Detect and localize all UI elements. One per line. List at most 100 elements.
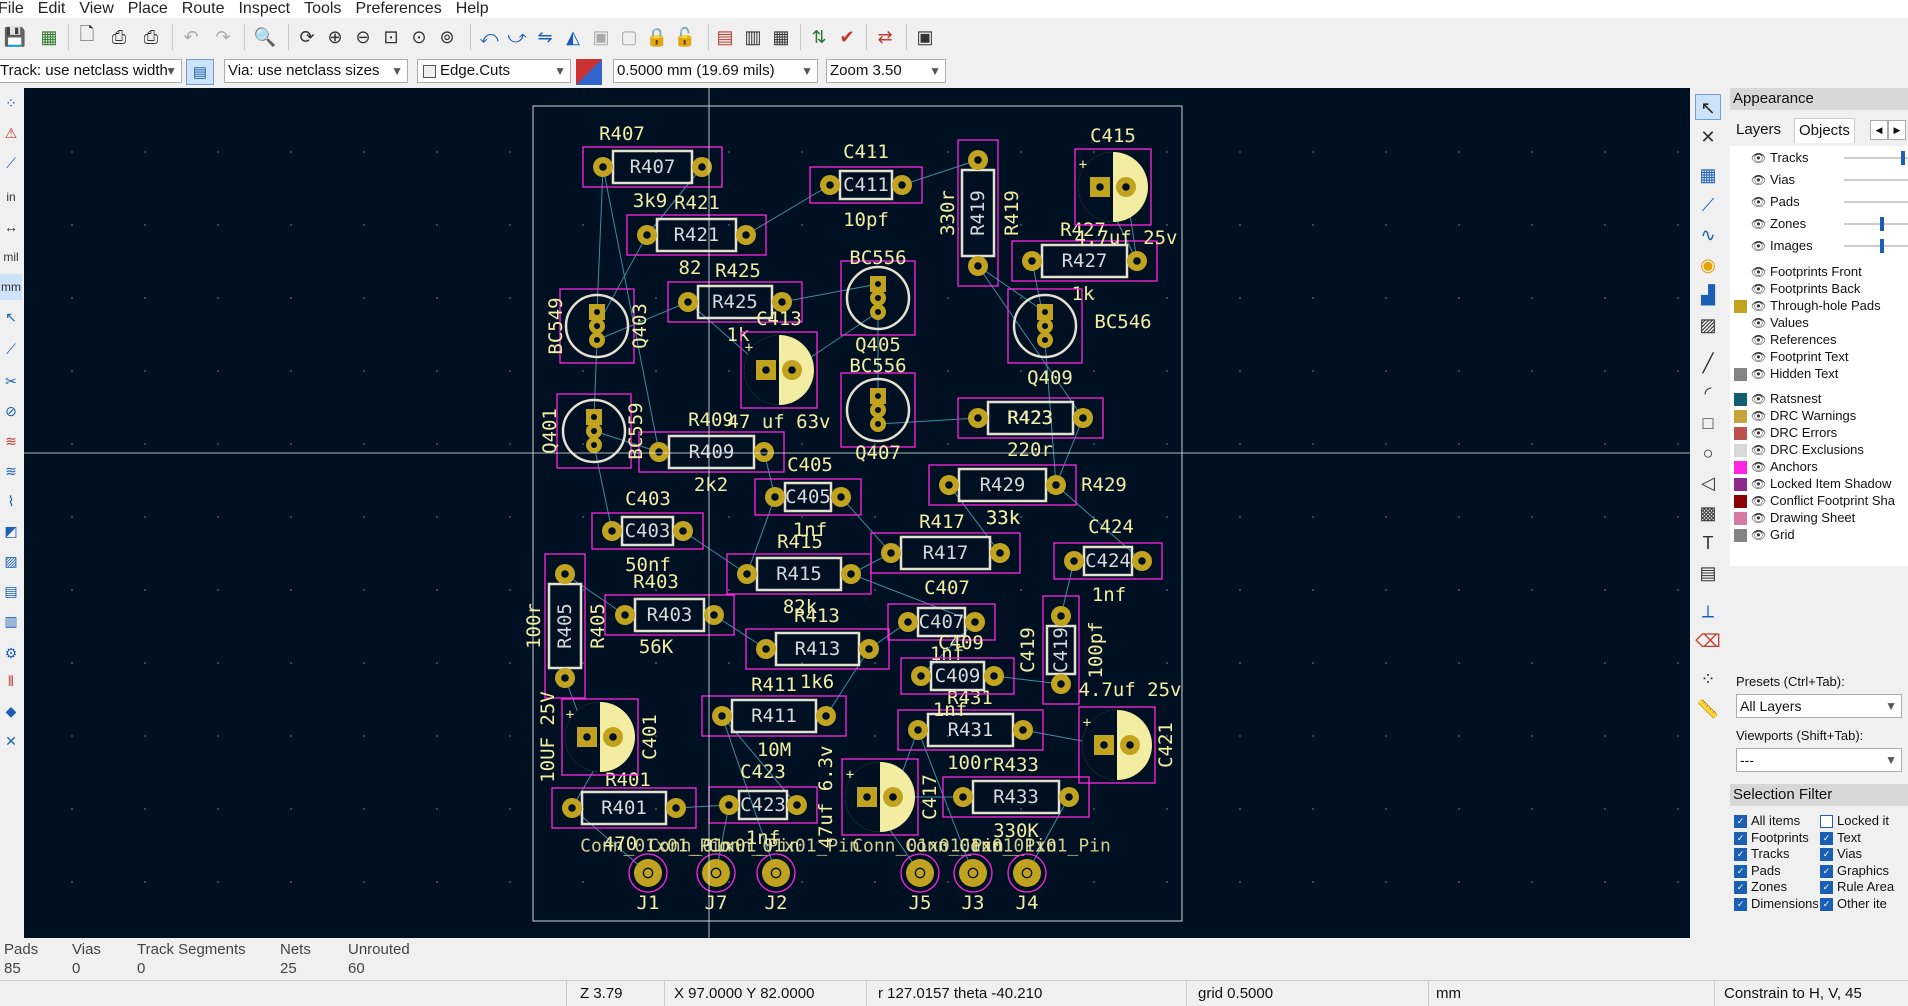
measure-tool-icon[interactable]: 📏 — [1696, 699, 1720, 719]
add-text-icon[interactable]: T — [1702, 533, 1714, 553]
grid-origin-icon[interactable]: ⁘ — [1700, 669, 1716, 689]
object-row[interactable]: 👁Footprints Back — [1734, 279, 1908, 298]
rotate-ccw-icon[interactable]: ⤺ — [479, 26, 499, 47]
object-row[interactable]: 👁Zones — [1734, 214, 1908, 233]
color-swatch[interactable] — [1734, 427, 1747, 441]
zoom-out-icon[interactable]: ⊖ — [355, 26, 371, 47]
draw-line-icon[interactable]: ╱ — [1702, 353, 1714, 373]
eye-icon[interactable]: 👁 — [1751, 409, 1767, 424]
filter-checkbox[interactable]: ✓Vias — [1820, 845, 1908, 863]
checkbox-icon[interactable]: ✓ — [1820, 897, 1833, 911]
slider-handle[interactable] — [1901, 151, 1905, 165]
add-dimension-icon[interactable]: ⟂ — [1701, 601, 1714, 621]
filter-checkbox[interactable]: Locked it — [1820, 812, 1908, 830]
eye-icon[interactable]: 👁 — [1751, 367, 1767, 382]
eye-icon[interactable]: 👁 — [1751, 333, 1767, 348]
zoom-in-icon[interactable]: ⊕ — [327, 26, 343, 47]
via-outline-icon[interactable]: ≋ — [5, 463, 17, 479]
route-track-icon[interactable]: ⟋ — [1701, 195, 1715, 215]
add-rule-area-icon[interactable]: ▨ — [1699, 315, 1717, 335]
eye-icon[interactable]: 👁 — [1751, 282, 1767, 297]
tab-objects[interactable]: Objects — [1794, 118, 1855, 143]
menu-tools[interactable]: Tools — [304, 0, 342, 17]
ratsnest-icon[interactable]: ⟋ — [6, 341, 16, 357]
color-swatch[interactable] — [1734, 444, 1747, 458]
eye-icon[interactable]: 👁 — [1751, 477, 1767, 492]
pcb-board[interactable]: R407R4073k9R421R42182R425R4251kR409R4092… — [24, 88, 1690, 938]
color-swatch[interactable] — [1734, 368, 1747, 382]
eye-icon[interactable]: 👁 — [1751, 265, 1767, 280]
schematic-icon[interactable]: ⇄ — [877, 26, 893, 47]
slider-handle[interactable] — [1880, 217, 1884, 231]
object-row[interactable]: 👁Images — [1734, 236, 1908, 255]
object-row[interactable]: 👁Ratsnest — [1734, 389, 1908, 408]
via-size-select[interactable]: Via: use netclass sizes▼ — [224, 59, 408, 83]
eye-icon[interactable]: 👁 — [1751, 217, 1767, 232]
track-width-select[interactable]: Track: use netclass width▼ — [0, 59, 182, 83]
zoom-selection-icon[interactable]: ⊚ — [439, 26, 455, 47]
mil-units-icon[interactable]: mil — [3, 250, 19, 264]
layer-pair-icon[interactable] — [576, 59, 602, 85]
add-image-icon[interactable]: ▩ — [1699, 503, 1717, 523]
object-row[interactable]: 👁Conflict Footprint Sha — [1734, 491, 1908, 510]
drc-icon[interactable]: ✔ — [839, 26, 855, 47]
local-ratsnest-icon[interactable]: ✕ — [1700, 127, 1716, 147]
object-row[interactable]: 👁Grid — [1734, 525, 1908, 544]
menu-route[interactable]: Route — [181, 0, 225, 17]
eye-icon[interactable]: 👁 — [1751, 195, 1767, 210]
color-swatch[interactable] — [1734, 461, 1747, 475]
filter-checkbox[interactable]: ✓Other ite — [1820, 895, 1908, 913]
object-row[interactable]: 👁DRC Errors — [1734, 423, 1908, 442]
object-row[interactable]: 👁References — [1734, 330, 1908, 349]
grid-toggle-icon[interactable]: ⁘ — [5, 95, 17, 111]
ratsnest-curved-icon[interactable]: ✂ — [5, 373, 17, 389]
high-contrast-icon[interactable]: ▥ — [4, 613, 18, 629]
opacity-slider[interactable] — [1844, 201, 1908, 203]
draw-circle-icon[interactable]: ○ — [1702, 443, 1714, 463]
tools-icon[interactable]: ✕ — [5, 733, 17, 749]
zone-fill-icon[interactable]: ◩ — [4, 523, 18, 539]
tab-layers[interactable]: Layers — [1736, 121, 1782, 138]
color-swatch[interactable] — [1734, 393, 1747, 407]
color-swatch[interactable] — [1734, 512, 1747, 526]
draw-arc-icon[interactable]: ◜ — [1704, 383, 1712, 403]
filter-checkbox[interactable]: ✓Rule Area — [1820, 878, 1908, 896]
filter-checkbox[interactable]: ✓All items — [1734, 812, 1818, 830]
checkbox-icon[interactable]: ✓ — [1820, 881, 1833, 895]
eye-icon[interactable]: 👁 — [1751, 494, 1767, 509]
eye-icon[interactable]: 👁 — [1751, 151, 1767, 166]
checkbox-icon[interactable]: ✓ — [1734, 848, 1747, 862]
select-icon[interactable]: ↖ — [1695, 94, 1721, 120]
filter-checkbox[interactable]: ✓Graphics — [1820, 862, 1908, 880]
filter-checkbox[interactable]: ✓Pads — [1734, 862, 1818, 880]
checkbox-icon[interactable]: ✓ — [1734, 881, 1747, 895]
add-zone-icon[interactable]: ▟ — [1701, 285, 1715, 305]
menu-file[interactable]: File — [0, 0, 24, 17]
inch-units-icon[interactable]: in — [6, 190, 16, 204]
object-row[interactable]: 👁Vias — [1734, 170, 1908, 189]
footprint-browser-icon[interactable]: ▦ — [772, 26, 790, 47]
measure-icon[interactable]: ↔ — [4, 219, 18, 235]
color-swatch[interactable] — [1734, 529, 1747, 543]
lock-icon[interactable]: 🔒 — [645, 26, 669, 47]
ungroup-icon[interactable]: ▢ — [620, 26, 638, 47]
add-textbox-icon[interactable]: ▤ — [1699, 563, 1717, 583]
object-row[interactable]: 👁Footprint Text — [1734, 347, 1908, 366]
footprint-editor-icon[interactable]: ▥ — [744, 26, 762, 47]
draw-rectangle-icon[interactable]: □ — [1702, 413, 1714, 433]
presets-select[interactable]: All Layers▼ — [1736, 694, 1902, 718]
page-settings-icon[interactable]: 🗋 — [79, 24, 95, 44]
color-swatch[interactable] — [1734, 478, 1747, 492]
flip-icon[interactable]: ⇋ — [537, 26, 553, 47]
tune-length-icon[interactable]: ∿ — [1700, 225, 1716, 245]
layer-stack-icon[interactable]: ◆ — [5, 703, 17, 719]
object-row[interactable]: 👁DRC Warnings — [1734, 406, 1908, 425]
viewports-select[interactable]: ---▼ — [1736, 748, 1902, 772]
opacity-slider[interactable] — [1844, 179, 1908, 181]
object-row[interactable]: 👁Locked Item Shadow — [1734, 474, 1908, 493]
opacity-slider[interactable] — [1844, 151, 1908, 165]
find-icon[interactable]: 🔍 — [253, 26, 277, 47]
checkbox-icon[interactable] — [1820, 815, 1833, 829]
layer-select[interactable]: Edge.Cuts▼ — [417, 59, 571, 83]
